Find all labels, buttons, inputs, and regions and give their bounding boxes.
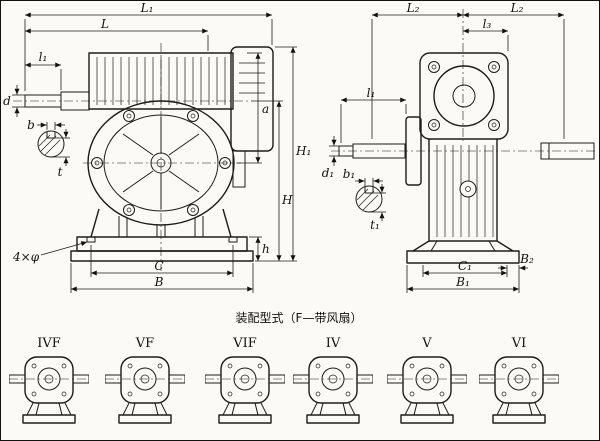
dim-label-t1: t₁ (370, 218, 380, 232)
dim-label-l1: l₁ (39, 50, 48, 64)
side-base-foot (406, 240, 520, 264)
shaft-key-section-2 (355, 185, 383, 213)
side-view-dimensions: L₂ L₂ l₃ l₁ d₁ b₁ t₁ C₁ B₁ B₂ (322, 1, 565, 293)
detached-shaft (540, 142, 595, 160)
dim-label-l3: l₃ (483, 17, 492, 31)
assembly-caption: 装配型式（F—带风扇） (236, 310, 363, 325)
side-view (331, 9, 598, 264)
dim-label-C1: C₁ (458, 259, 472, 273)
variant-label-vf: VF (135, 336, 154, 351)
variant-icon-v (387, 356, 467, 424)
variant-label-vi: VI (511, 336, 527, 351)
cover-bolts (428, 61, 500, 131)
finned-casing (428, 139, 498, 242)
output-shaft (338, 116, 422, 186)
dim-label-d1: d₁ (322, 166, 335, 180)
dim-label-a: a (262, 102, 269, 116)
dim-label-t: t (58, 165, 63, 179)
dim-label-b: b (27, 118, 35, 132)
dim-label-B: B (154, 275, 164, 289)
front-view-dimensions: L₁ L l₁ d b t a H₁ H h 4×φ C B (3, 1, 311, 293)
dim-label-B2: B₂ (519, 252, 534, 266)
variant-icon-vf (105, 356, 185, 424)
cover-bolts (91, 110, 231, 216)
dim-label-L2-right: L₂ (510, 1, 524, 15)
ribbed-housing (88, 52, 234, 110)
assembly-variants: IVF VF VIF IV V VI (9, 336, 559, 424)
dim-label-L1: L₁ (140, 1, 154, 15)
dim-label-d: d (3, 94, 11, 108)
variant-label-vif: VIF (232, 336, 257, 351)
dim-label-l1-2: l₁ (367, 86, 376, 100)
dim-label-holes: 4×φ (12, 250, 40, 264)
variant-label-v: V (421, 336, 432, 351)
dim-label-C: C (154, 259, 163, 273)
shaft-key-section (37, 130, 65, 158)
dim-label-B1: B₁ (455, 275, 470, 289)
fan-shroud (230, 46, 274, 188)
front-view (13, 43, 274, 271)
dim-label-H: H (281, 193, 293, 207)
variant-icon-ivf (9, 356, 89, 424)
base-foot (70, 208, 254, 262)
wheel-cover (419, 52, 509, 140)
variant-label-iv: IV (326, 336, 341, 351)
front-cover (87, 100, 235, 226)
dim-label-h: h (262, 242, 270, 256)
dim-label-L2-left: L₂ (406, 1, 420, 15)
dim-label-L: L (100, 17, 109, 31)
variant-icon-iv (293, 356, 373, 424)
dim-label-H1: H₁ (295, 144, 311, 158)
variant-icon-vi (479, 356, 559, 424)
variant-icon-vif (205, 356, 285, 424)
variant-label-ivf: IVF (37, 336, 61, 351)
side-view-centerlines (331, 9, 598, 152)
dim-label-b1: b₁ (343, 167, 356, 181)
